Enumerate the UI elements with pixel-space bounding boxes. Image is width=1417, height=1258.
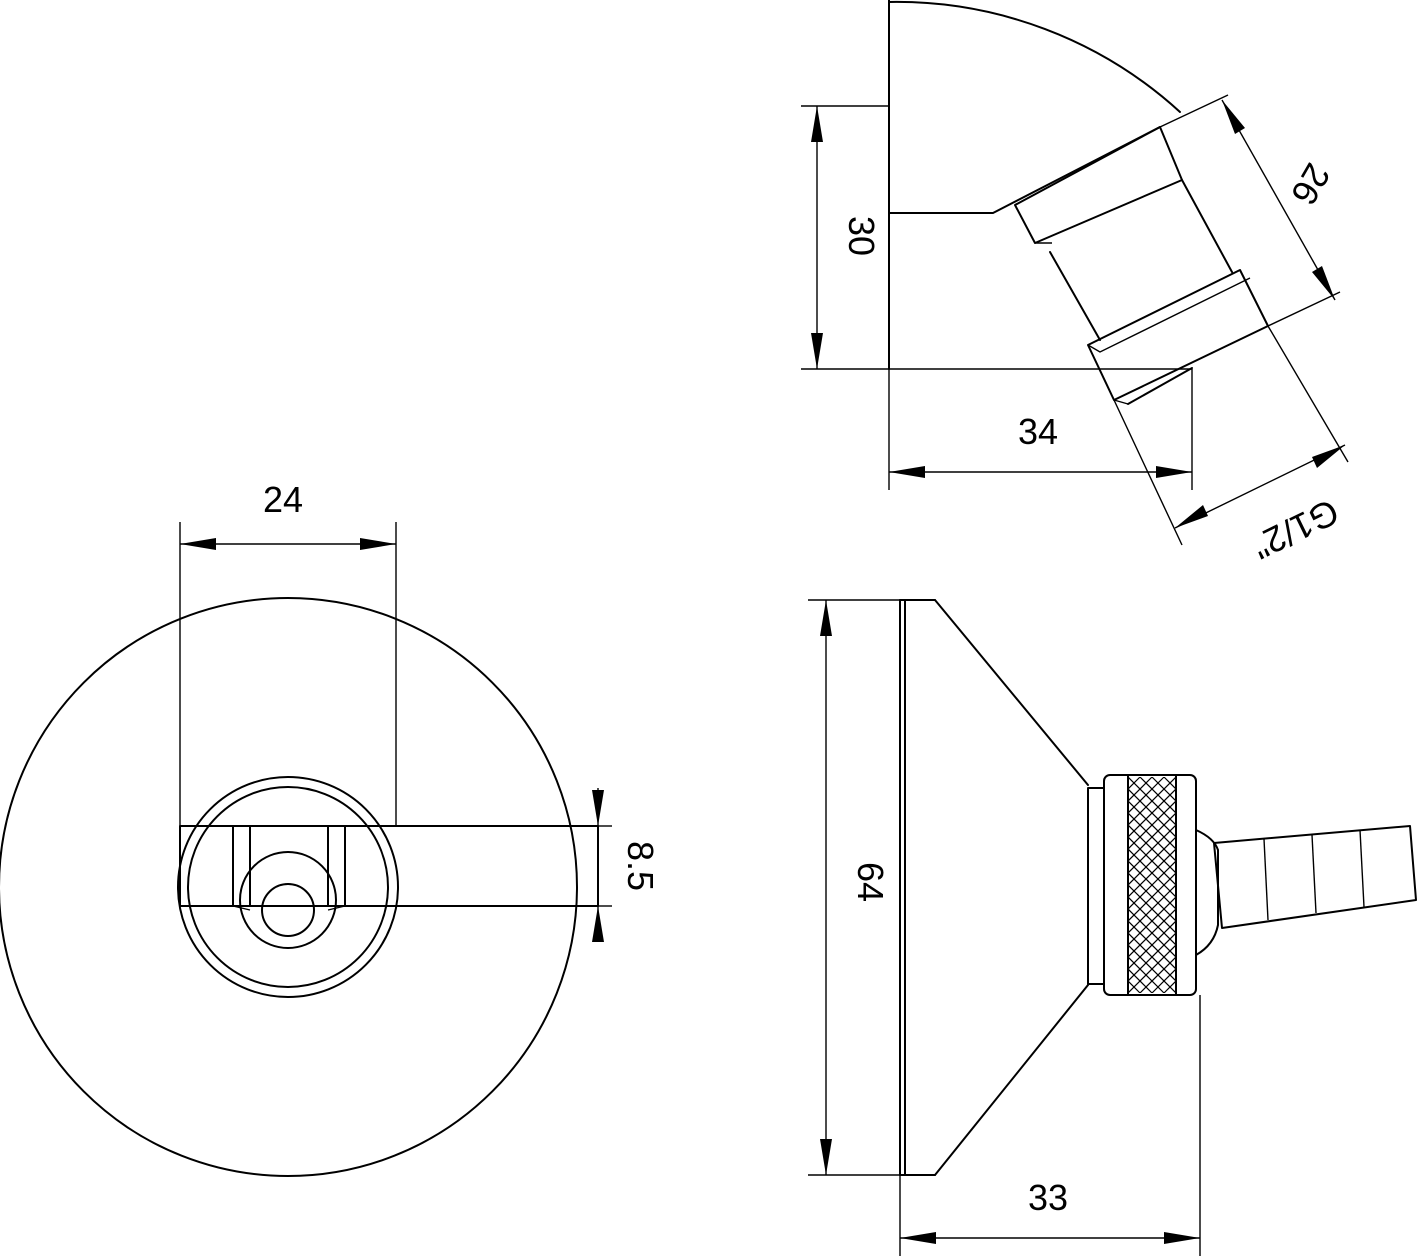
front-width-arrow-right xyxy=(360,538,396,550)
top-view: 30 34 26 G1/2" xyxy=(801,0,1349,568)
front-hub-inner-ring xyxy=(187,786,389,988)
front-slot-arrow-bottom xyxy=(592,906,604,942)
side-nozzle-tube xyxy=(1213,825,1417,929)
top-height-arrow-top xyxy=(811,106,823,142)
side-depth-arrow-right xyxy=(1164,1232,1200,1244)
top-outlet-label: 26 xyxy=(1283,157,1339,212)
front-hub-ring xyxy=(177,776,399,998)
top-thread-arrow-left xyxy=(1175,505,1208,528)
front-clip-edge-right xyxy=(327,905,346,911)
top-thread-ext-left xyxy=(1113,399,1183,546)
front-holder-clip-inner xyxy=(249,825,329,907)
side-nozzle-mark-3 xyxy=(1359,829,1365,908)
top-outlet-ext-bottom xyxy=(1267,291,1341,327)
top-body-outline xyxy=(888,126,1161,214)
top-height-label: 30 xyxy=(841,216,882,256)
side-nozzle-mark-2 xyxy=(1311,834,1317,914)
top-depth-arrow-right xyxy=(1156,466,1192,478)
side-knurl-pattern xyxy=(1128,777,1176,993)
top-outlet-dim-line xyxy=(1221,99,1336,301)
side-knurl-collar xyxy=(1103,774,1197,996)
side-depth-arrow-left xyxy=(900,1232,936,1244)
top-outlet-arrow-top xyxy=(1222,100,1245,134)
top-depth-label: 34 xyxy=(1018,411,1058,452)
front-outlet-ring xyxy=(239,851,337,949)
top-outlet-edge-upper xyxy=(1049,251,1101,341)
side-diameter-arrow-top xyxy=(820,600,832,636)
top-thread-nut xyxy=(1087,269,1269,401)
top-outlet-collar xyxy=(1014,126,1183,244)
top-thread-end xyxy=(1127,367,1193,405)
front-view: 24 8.5 xyxy=(0,479,661,1177)
side-cone-lower xyxy=(934,984,1089,1176)
front-slot-arrow-top xyxy=(592,790,604,826)
side-diameter-label: 64 xyxy=(850,862,891,902)
front-outlet-bore xyxy=(261,883,315,937)
top-thread-ext-right xyxy=(1267,325,1349,463)
side-nozzle-mark-1 xyxy=(1263,838,1269,921)
top-outlet-ext-top xyxy=(1159,94,1229,128)
side-depth-label: 33 xyxy=(1028,1177,1068,1218)
top-thread-chamfer xyxy=(1087,277,1251,353)
front-slot-label: 8.5 xyxy=(620,841,661,891)
front-width-arrow-left xyxy=(180,538,216,550)
side-view: 64 33 xyxy=(808,599,1417,1256)
top-thread-chamfer-bottom xyxy=(1113,399,1129,405)
side-cone-upper xyxy=(934,599,1089,786)
top-outlet-arrow-bottom xyxy=(1312,266,1335,300)
top-thread-arrow-right xyxy=(1312,445,1345,468)
front-holder-bar xyxy=(179,825,599,907)
top-dome-arc xyxy=(888,0,1181,113)
top-thread-label: G1/2" xyxy=(1246,491,1346,568)
side-base-ring xyxy=(1087,787,1105,985)
front-width-label: 24 xyxy=(263,479,303,520)
front-outer-flange xyxy=(0,597,578,1177)
front-clip-edge-left xyxy=(232,905,251,911)
side-diameter-arrow-bottom xyxy=(820,1139,832,1175)
top-height-arrow-bottom xyxy=(811,333,823,369)
top-outlet-edge-lower xyxy=(1181,179,1233,273)
top-depth-arrow-left xyxy=(889,466,925,478)
